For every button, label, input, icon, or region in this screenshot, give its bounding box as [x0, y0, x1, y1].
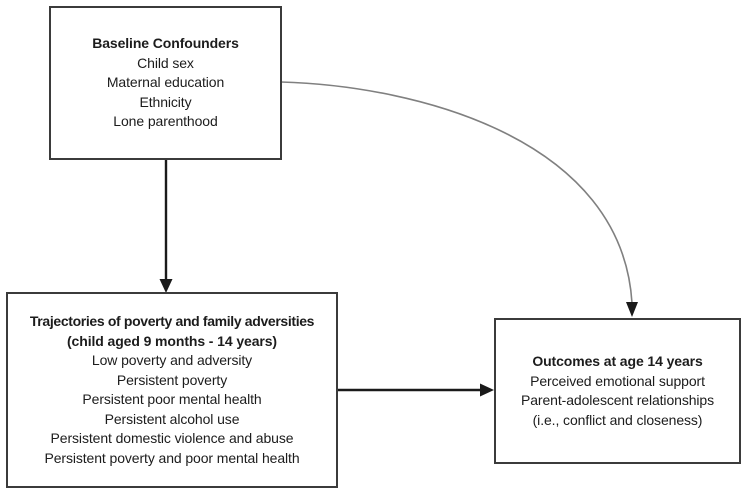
trajectories-item: Low poverty and adversity	[91, 352, 253, 368]
confounders-to-trajectories-arrowhead-icon	[159, 279, 173, 293]
confounders-to-outcomes-arrow-shaft	[280, 81, 633, 304]
confounders-to-trajectories-arrow	[159, 160, 173, 293]
trajectories-item: Persistent poverty	[116, 371, 228, 388]
trajectories-item: Persistent poverty and poor mental healt…	[44, 449, 300, 466]
outcomes-item: Parent-adolescent relationships	[520, 392, 715, 408]
outcomes-item: (i.e., conflict and closeness)	[532, 411, 703, 428]
baseline-confounders-item: Ethnicity	[139, 93, 192, 110]
confounders-to-outcomes-arrowhead-icon	[626, 302, 638, 317]
baseline-confounders-item: Maternal education	[106, 74, 225, 91]
trajectories-item: Persistent alcohol use	[104, 410, 240, 427]
outcomes-box: Outcomes at age 14 years Perceived emoti…	[494, 318, 741, 464]
trajectories-to-outcomes-arrowhead-icon	[480, 383, 494, 397]
trajectories-box: Trajectories of poverty and family adver…	[6, 292, 338, 488]
baseline-confounders-box: Baseline Confounders Child sex Maternal …	[49, 6, 282, 160]
trajectories-to-outcomes-arrow	[338, 383, 494, 397]
confounders-to-outcomes-arrow	[280, 81, 638, 317]
baseline-confounders-title: Baseline Confounders	[92, 35, 239, 52]
trajectories-title-line2: (child aged 9 months - 14 years)	[67, 332, 277, 349]
trajectories-item: Persistent domestic violence and abuse	[50, 430, 294, 446]
trajectories-item: Persistent poor mental health	[82, 391, 262, 407]
baseline-confounders-item: Lone parenthood	[113, 113, 218, 130]
baseline-confounders-item: Child sex	[137, 54, 194, 71]
outcomes-item: Perceived emotional support	[530, 372, 705, 389]
trajectories-title-line1: Trajectories of poverty and family adver…	[29, 313, 315, 329]
outcomes-title: Outcomes at age 14 years	[532, 353, 703, 369]
